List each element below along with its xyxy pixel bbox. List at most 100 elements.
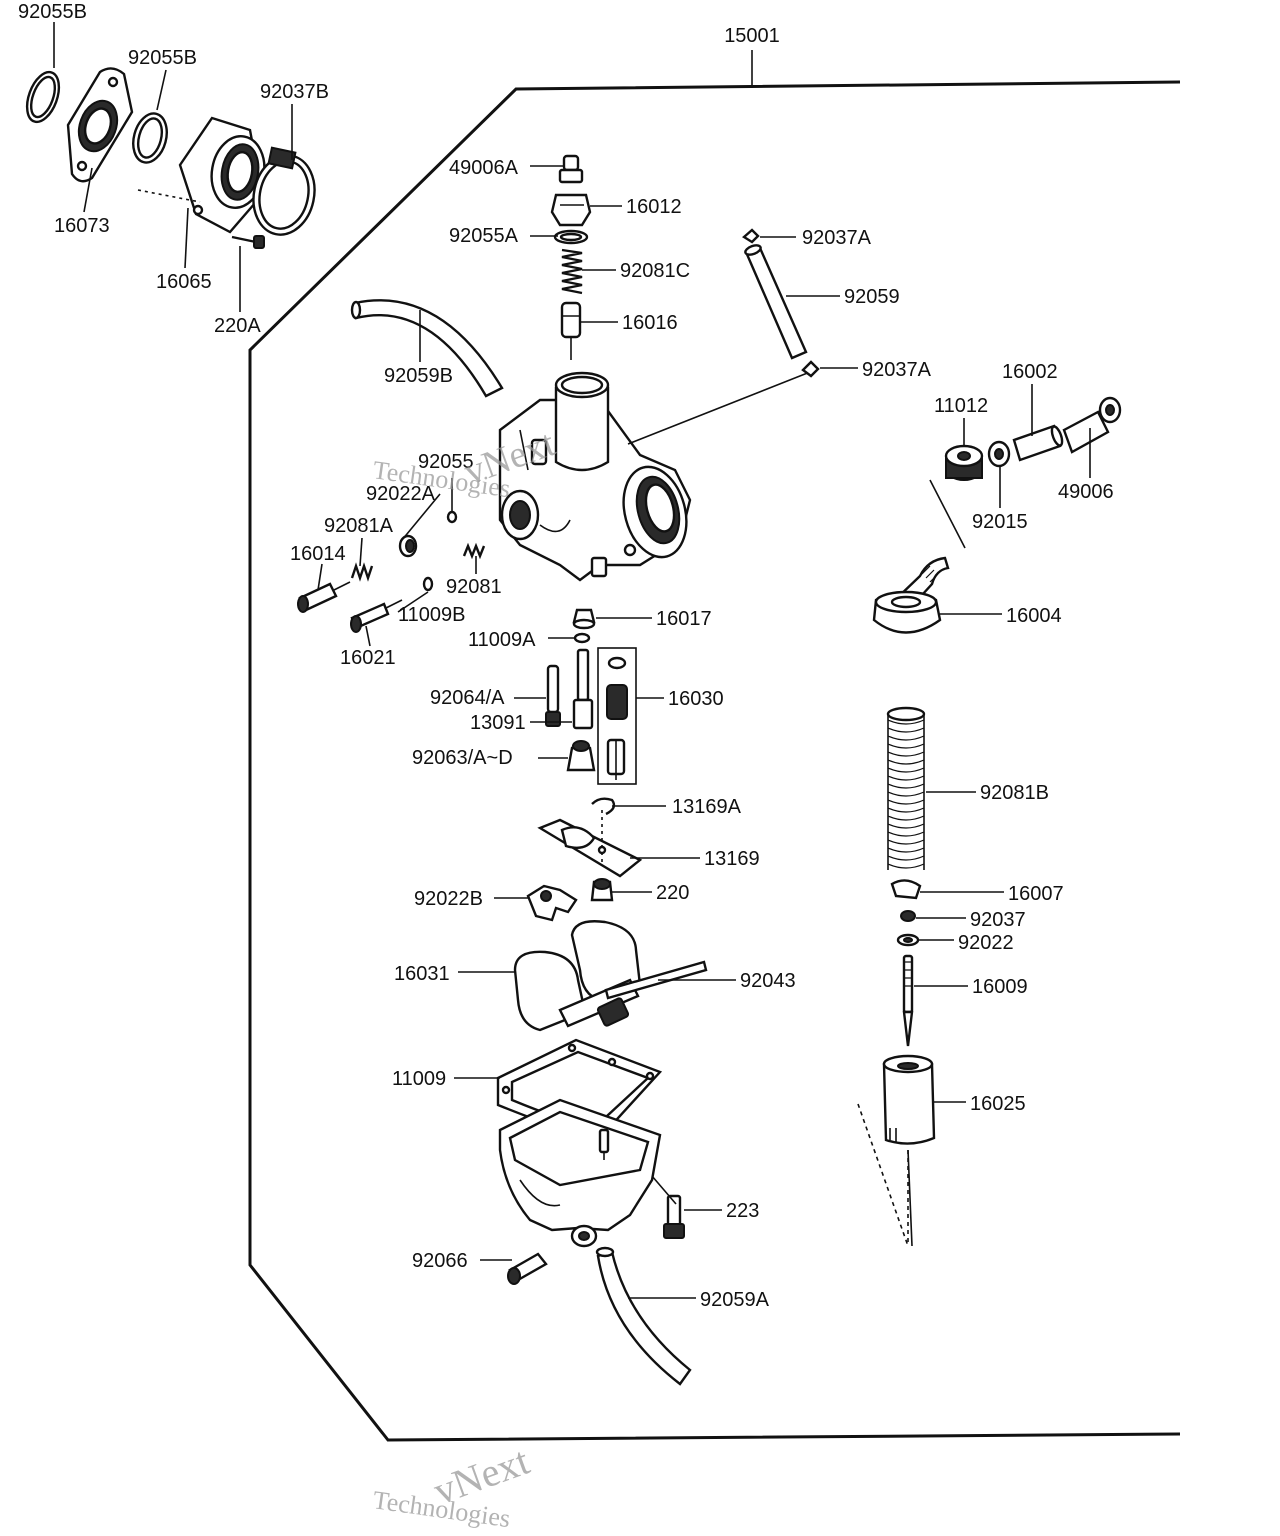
label-92059: 92059 [844, 286, 900, 308]
callout-labels: 15001 92055B 92055B 92037B 16073 16065 2… [18, 1, 1114, 1311]
float-arm-plate [526, 797, 643, 922]
spring-92081b [886, 706, 926, 870]
throttle-stop-screw-16021 [350, 599, 403, 633]
o-ring-92055 [446, 510, 458, 524]
needle-jet-13091 [572, 648, 594, 730]
drain-hose-92059a [595, 1246, 692, 1386]
jet-needle-16009 [902, 954, 914, 1047]
leader-lines [53, 22, 1091, 1299]
drain-screw-92066 [507, 1252, 548, 1285]
label-92037a-bottom: 92037A [862, 359, 932, 381]
label-11012: 11012 [934, 395, 988, 417]
adjuster-16002 [1012, 424, 1064, 462]
label-223: 223 [726, 1200, 759, 1222]
screw-223 [663, 1194, 685, 1239]
screw-220 [590, 878, 614, 902]
label-220: 220 [656, 882, 689, 904]
clip-92037a-bottom [801, 360, 820, 378]
insulator-plate-16073 [66, 67, 134, 183]
label-92055: 92055 [418, 451, 474, 473]
label-92063-a-d: 92063/A~D [412, 747, 513, 769]
plate-13169 [537, 810, 643, 878]
label-11009b: 11009B [398, 604, 465, 626]
label-92064a: 92064/A [430, 687, 505, 709]
label-92037: 92037 [970, 909, 1026, 931]
label-92043: 92043 [740, 970, 796, 992]
label-92022b: 92022B [414, 888, 483, 910]
label-92081c: 92081C [620, 260, 690, 282]
top-adjuster-stack [550, 154, 592, 360]
washer-92015 [987, 440, 1011, 468]
throttle-valve-16025 [882, 1054, 936, 1145]
label-13091: 13091 [470, 712, 526, 734]
retainer-16007 [890, 879, 922, 900]
label-92081a: 92081A [324, 515, 394, 537]
washer-92022a [398, 534, 418, 558]
choke-plunger-cap-16004 [872, 556, 950, 634]
air-screw-16014 [297, 581, 351, 613]
nut-11012 [944, 444, 984, 481]
o-ring-11009a [573, 632, 591, 644]
label-16007: 16007 [1008, 883, 1064, 905]
choke-group [872, 396, 1122, 634]
label-16002: 16002 [1002, 361, 1058, 383]
float-16031 [513, 920, 708, 1032]
left-side-adjusters [297, 510, 486, 633]
label-92055b-top: 92055B [18, 1, 87, 23]
label-49006a: 49006A [449, 157, 519, 179]
label-16004: 16004 [1006, 605, 1062, 627]
label-16031: 16031 [394, 963, 450, 985]
clamp-92037b [252, 146, 316, 236]
spring-92081c [561, 248, 583, 295]
label-92055a: 92055A [449, 225, 519, 247]
screw-220a [231, 235, 265, 249]
carburetor-body [350, 299, 692, 582]
intake-parts [25, 67, 316, 249]
watermark-bottom: vNext Technologies [371, 1438, 535, 1533]
label-92022a: 92022A [366, 483, 436, 505]
label-11009: 11009 [392, 1068, 446, 1090]
valve-seat-kit-16030 [597, 647, 637, 785]
label-92059a: 92059A [700, 1289, 770, 1311]
clip-92037a-top [741, 228, 760, 244]
assembly-label: 15001 [724, 25, 780, 47]
label-16016: 16016 [622, 312, 678, 334]
cap-49006a [562, 154, 580, 172]
label-13169: 13169 [704, 848, 760, 870]
clip-92037 [900, 910, 916, 922]
float-chamber [498, 1098, 692, 1386]
label-16065: 16065 [156, 271, 212, 293]
carburetor-holder-16065 [178, 116, 266, 234]
fuel-hose-92059b [353, 299, 504, 398]
label-16009: 16009 [972, 976, 1028, 998]
clip-13169a [591, 797, 616, 816]
label-49006: 49006 [1058, 481, 1114, 503]
label-92066: 92066 [412, 1250, 468, 1272]
label-220a: 220A [214, 315, 261, 337]
label-11009a: 11009A [468, 629, 536, 651]
label-92059b: 92059B [384, 365, 453, 387]
label-92022: 92022 [958, 932, 1014, 954]
upper-hose-group [741, 228, 820, 378]
label-16021: 16021 [340, 647, 396, 669]
label-16012: 16012 [626, 196, 682, 218]
pilot-jet-92064a [545, 664, 561, 727]
adjuster-nut-16012 [550, 193, 592, 227]
bracket-92022b [526, 884, 578, 922]
throttle-cable-end-16016 [560, 301, 582, 360]
assembly-frame [248, 50, 1181, 1442]
label-16030: 16030 [668, 688, 724, 710]
float-pin-92043 [604, 960, 708, 1000]
label-16014: 16014 [290, 543, 346, 565]
label-92037a-top: 92037A [802, 227, 872, 249]
throttle-slide-group [857, 706, 936, 1247]
label-92037b: 92037B [260, 81, 329, 103]
label-92055b-mid: 92055B [128, 47, 197, 69]
label-16025: 16025 [970, 1093, 1026, 1115]
spring-92081a [350, 562, 374, 582]
hose-92059 [744, 246, 808, 360]
jet-group [545, 608, 637, 785]
cap-49006 [1062, 396, 1122, 454]
